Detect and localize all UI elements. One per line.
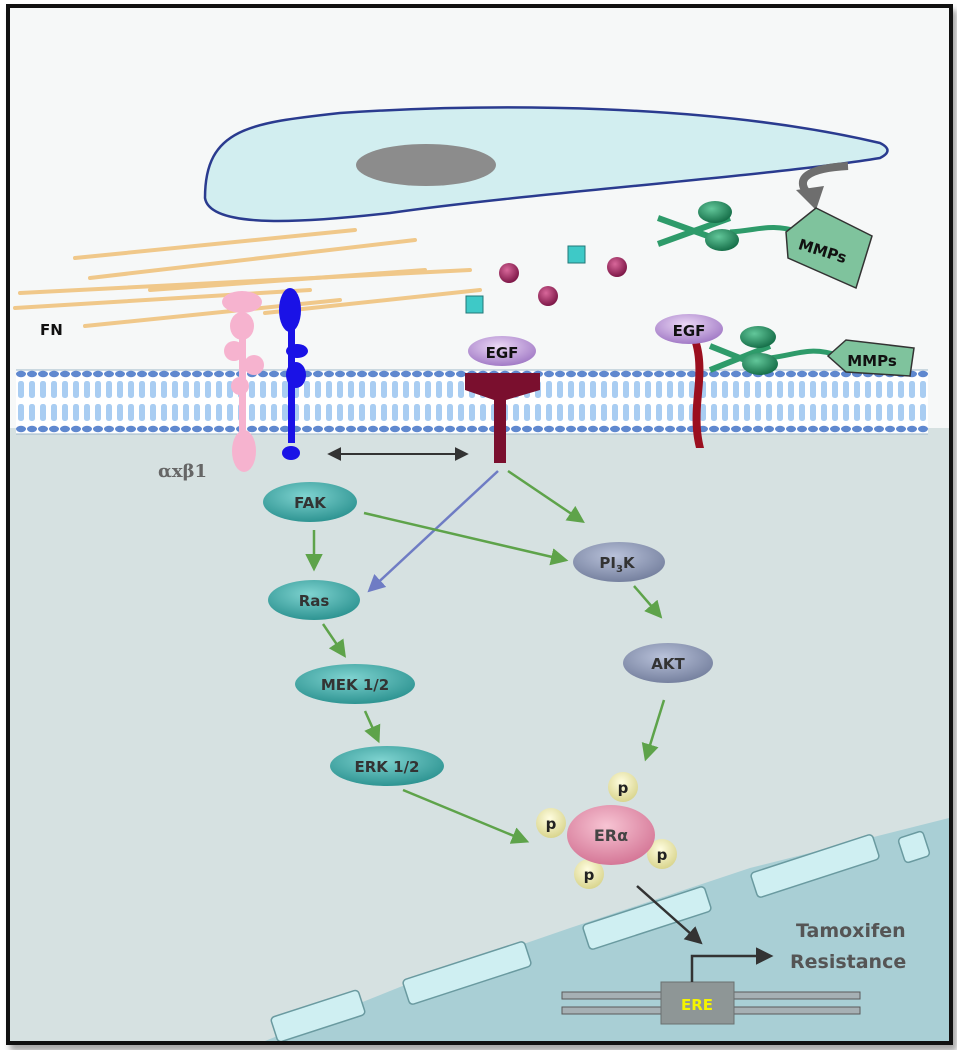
era-node: ERα (567, 805, 655, 865)
mek-label: MEK 1/2 (321, 676, 389, 694)
signaling-diagram: MMPs FN αxβ1 EGF (10, 106, 949, 1041)
pi3k-label: PI3K (599, 554, 636, 575)
fn-label: FN (40, 321, 63, 339)
mmps-right-label: MMPs (847, 352, 897, 370)
era-label: ERα (594, 826, 628, 845)
transcription-arrow (690, 947, 774, 982)
mek-node: MEK 1/2 (295, 664, 415, 704)
growth-factor-molecules (465, 245, 627, 314)
cell-nucleus (356, 144, 496, 186)
phospho-label-4: p (584, 866, 595, 884)
ras-label: Ras (299, 592, 330, 610)
mmp-complex-right (708, 326, 915, 377)
phospho-groups (536, 772, 677, 889)
pi3k-tail: K (623, 554, 636, 572)
ere-label: ERE (681, 996, 713, 1014)
tamoxifen-line2: Resistance (790, 951, 906, 973)
egf-right-label: EGF (673, 322, 706, 340)
mmps-top-tag (785, 207, 873, 290)
nuclear-envelope (270, 830, 931, 1041)
pi3k-main: PI (599, 554, 616, 572)
akt-label: AKT (651, 655, 685, 673)
fak-label: FAK (294, 494, 327, 512)
phospho-label-3: p (657, 846, 668, 864)
secretion-arrowhead (796, 186, 824, 210)
phospho-label-1: p (618, 779, 629, 797)
integrin-beta1-subunit (279, 288, 308, 460)
integrin-alpha-subunit (222, 291, 264, 472)
era-to-ere-arrow (636, 885, 703, 945)
diagram-frame: MMPs FN αxβ1 EGF (6, 4, 953, 1045)
fibroblast-cell (203, 106, 889, 223)
egf-receptor (465, 373, 540, 463)
erk-node: ERK 1/2 (330, 746, 444, 786)
ras-node: Ras (268, 580, 360, 620)
egf-right-receptor (692, 343, 704, 448)
pi3k-subscript: 3 (616, 564, 623, 575)
pi3k-node: PI3K (573, 542, 665, 582)
mmps-right-tag (826, 339, 915, 377)
ere-box (660, 981, 735, 1025)
tamoxifen-line1: Tamoxifen (796, 920, 906, 942)
pathway-arrows (305, 469, 666, 844)
egf-center-label: EGF (486, 344, 519, 362)
integrin-label: αxβ1 (158, 461, 207, 482)
fak-node: FAK (263, 482, 357, 522)
phospho-label-2: p (546, 815, 557, 833)
erk-label: ERK 1/2 (355, 758, 420, 776)
egf-center-ligand (468, 336, 536, 366)
egf-right-ligand (655, 314, 723, 344)
mmp-complex-top (656, 201, 873, 290)
akt-node: AKT (623, 643, 713, 683)
